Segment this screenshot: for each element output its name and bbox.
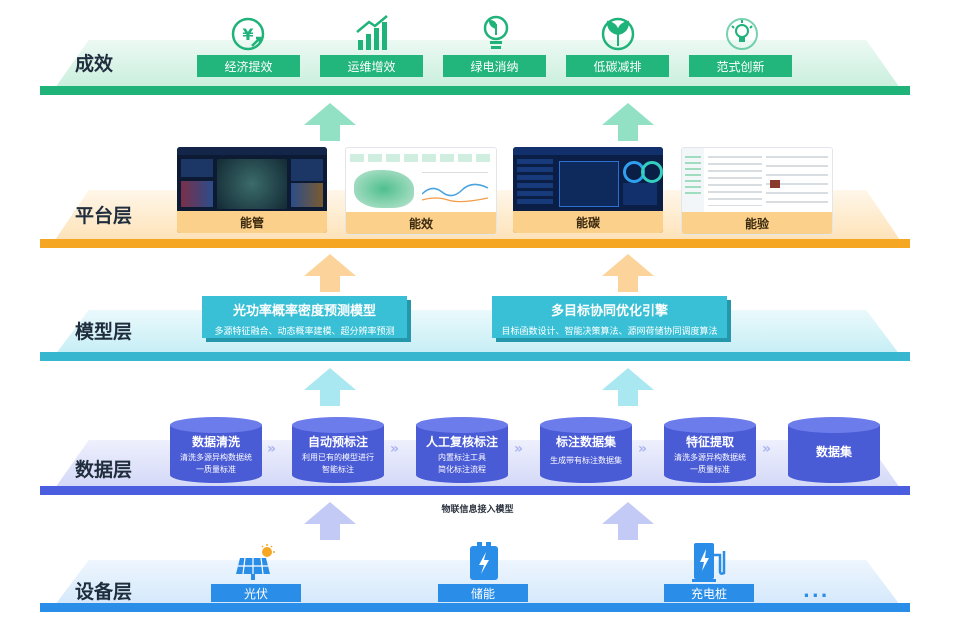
layer-title-device: 设备层: [75, 581, 133, 603]
charging-pile-icon: [692, 543, 726, 582]
up-arrow-icon: [304, 368, 356, 406]
up-arrow-icon: [602, 502, 654, 540]
layer-title-platform: 平台层: [75, 205, 133, 227]
solar-panel-icon: [236, 544, 275, 580]
device-bar: [40, 603, 910, 612]
green-bulb-icon: [483, 15, 509, 49]
data-step-feature-extraction[interactable]: 特征提取 清洗多源异构数据统 一质量标准: [664, 417, 756, 483]
data-step-desc: 清洗多源异构数据统: [180, 453, 252, 462]
bar-chart-growth-icon: [356, 15, 388, 50]
platform-bar: [40, 239, 910, 248]
data-step-desc: 内置标注工具: [438, 453, 486, 462]
platform-label-energy-carbon: 能碳: [513, 211, 663, 233]
chevron-right-icon: »: [390, 441, 400, 457]
data-step-desc: 一质量标准: [690, 465, 730, 474]
up-arrow-icon: [304, 502, 356, 540]
model-subtitle: 目标函数设计、智能决策算法、源网荷储协同调度算法: [501, 327, 718, 337]
data-step-title: 数据集: [815, 445, 852, 459]
data-step-title: 特征提取: [685, 435, 734, 449]
platform-screen-energy-efficiency[interactable]: 能效: [345, 147, 497, 235]
chevron-right-icon: »: [762, 441, 772, 457]
data-step-title: 标注数据集: [555, 435, 616, 449]
up-arrow-icon: [602, 103, 654, 141]
data-step-desc: 利用已有的模型进行: [302, 453, 374, 462]
platform-label-energy-efficiency: 能效: [346, 212, 496, 234]
device-tag-storage: 储能: [438, 584, 528, 602]
battery-icon: [470, 542, 498, 580]
up-arrow-icon: [602, 254, 654, 292]
chevron-right-icon: »: [638, 441, 648, 457]
data-step-desc: 一质量标准: [196, 465, 236, 474]
data-step-manual-review[interactable]: 人工复核标注 内置标注工具 简化标注流程: [416, 417, 508, 483]
model-title: 光功率概率密度预测模型: [232, 304, 376, 319]
model-title: 多目标协同优化引擎: [550, 304, 668, 319]
model-box-optimization-engine[interactable]: 多目标协同优化引擎 目标函数设计、智能决策算法、源网荷储协同调度算法: [492, 296, 727, 338]
device-tag-charging: 充电桩: [664, 584, 754, 602]
platform-screen-energy-carbon[interactable]: 能碳: [513, 147, 663, 233]
outcome-bar: [40, 86, 910, 95]
device-tag-pv: 光伏: [211, 584, 301, 602]
layer-title-data: 数据层: [75, 459, 133, 481]
data-step-desc: 生成带有标注数据集: [550, 456, 622, 465]
up-arrow-icon: [304, 103, 356, 141]
platform-label-energy-management: 能管: [177, 211, 327, 233]
data-step-title: 自动预标注: [307, 435, 368, 449]
outcome-tag-innovation: 范式创新: [689, 55, 792, 77]
iot-access-label: 物联信息接入模型: [441, 505, 514, 515]
yen-growth-icon: ¥: [231, 17, 265, 51]
model-box-pv-prediction[interactable]: 光功率概率密度预测模型 多源特征融合、动态概率建模、超分辨率预测: [202, 296, 407, 338]
outcome-tag-economic: 经济提效: [197, 55, 300, 77]
svg-text:¥: ¥: [242, 25, 253, 44]
layer-title-model: 模型层: [75, 321, 133, 343]
platform-screen-energy-verification[interactable]: 能验: [681, 147, 833, 235]
data-step-title: 人工复核标注: [425, 435, 498, 449]
data-step-labeled-dataset[interactable]: 标注数据集 生成带有标注数据集: [540, 417, 632, 483]
data-bar: [40, 486, 910, 495]
data-step-desc: 智能标注: [322, 465, 354, 474]
chevron-right-icon: »: [514, 441, 524, 457]
platform-screen-energy-management[interactable]: 能管: [177, 147, 327, 233]
up-arrow-icon: [602, 368, 654, 406]
outcome-tag-green-power: 绿电消纳: [443, 55, 546, 77]
data-step-title: 数据清洗: [191, 435, 240, 449]
model-plate: [55, 310, 900, 355]
data-step-dataset[interactable]: 数据集: [788, 417, 880, 483]
model-bar: [40, 352, 910, 361]
chevron-right-icon: »: [267, 441, 277, 457]
model-subtitle: 多源特征融合、动态概率建模、超分辨率预测: [214, 327, 395, 337]
outcome-tag-low-carbon: 低碳减排: [566, 55, 669, 77]
up-arrow-icon: [304, 254, 356, 292]
data-step-auto-labeling[interactable]: 自动预标注 利用已有的模型进行 智能标注: [292, 417, 384, 483]
data-step-desc: 清洗多源异构数据统: [674, 453, 746, 462]
platform-label-energy-verification: 能验: [682, 212, 832, 234]
leaf-circle-icon: [601, 17, 635, 51]
more-devices-ellipsis: ...: [803, 581, 830, 602]
outcome-tag-operations: 运维增效: [320, 55, 423, 77]
idea-bulb-icon: [726, 18, 758, 50]
data-step-desc: 简化标注流程: [438, 465, 486, 474]
data-step-cleaning[interactable]: 数据清洗 清洗多源异构数据统 一质量标准: [170, 417, 262, 483]
layer-title-outcome: 成效: [75, 53, 114, 75]
